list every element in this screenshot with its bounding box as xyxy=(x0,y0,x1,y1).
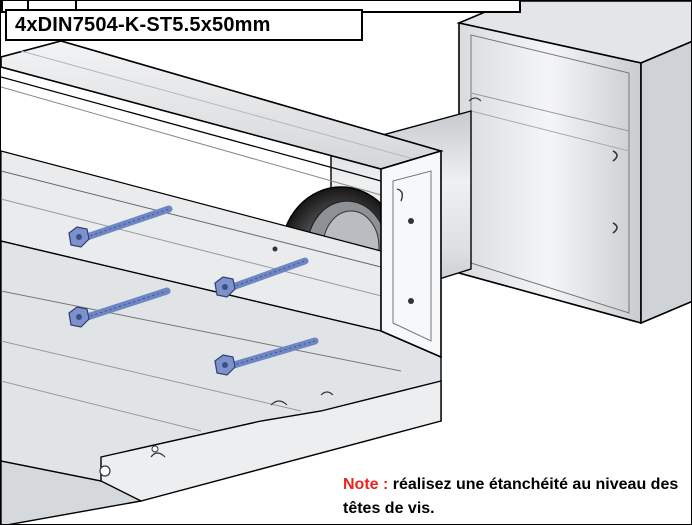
rear-box xyxy=(456,1,691,325)
screw-icon xyxy=(214,257,309,298)
note-box: Note : réalisez une étanchéité au niveau… xyxy=(343,473,683,521)
screw-icon xyxy=(214,337,319,376)
screw-icon xyxy=(68,205,173,248)
screw-spec-box: 4xDIN7504-K-ST5.5x50mm xyxy=(5,9,363,41)
note-label: Note : xyxy=(343,476,389,493)
note-text: réalisez une étanchéité au niveau des tê… xyxy=(343,476,679,517)
screw-spec-label: 4xDIN7504-K-ST5.5x50mm xyxy=(15,13,271,36)
screw-icon xyxy=(68,287,171,328)
